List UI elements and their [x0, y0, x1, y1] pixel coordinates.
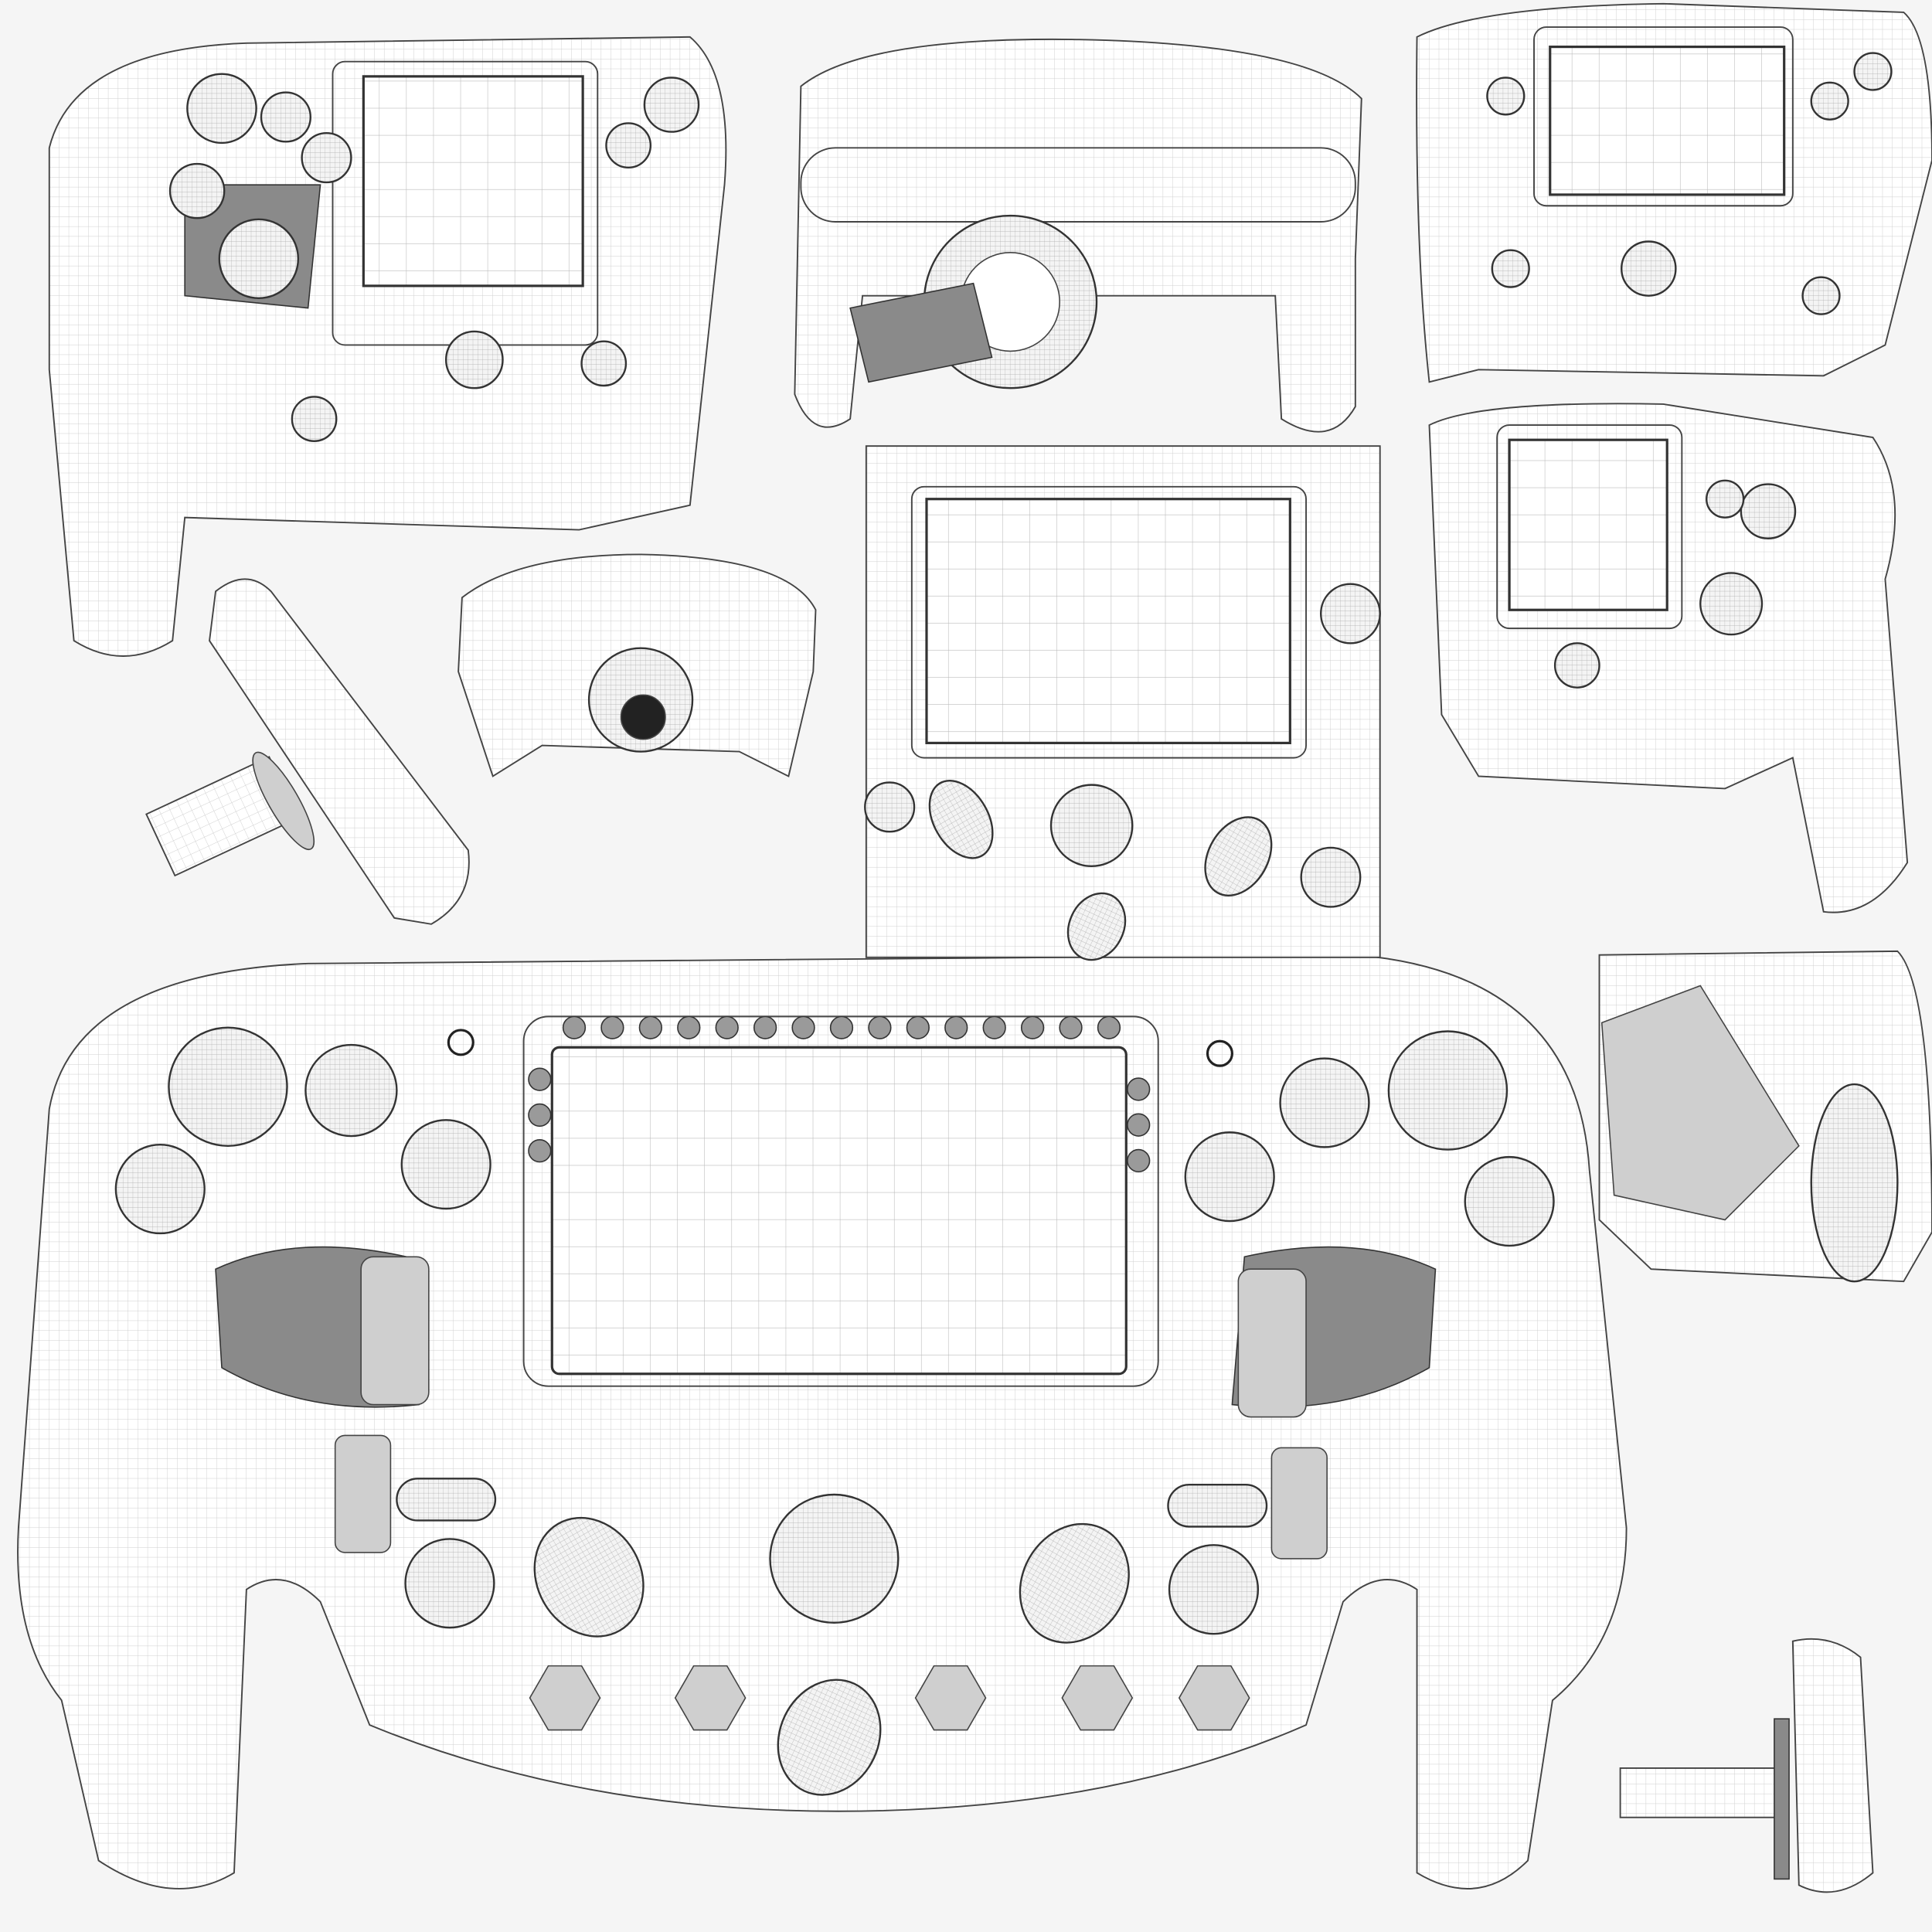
toggle-switches[interactable]: [529, 1665, 1250, 1731]
main-front-view: [17, 954, 1628, 1889]
bottom-selector-knob[interactable]: [760, 1663, 899, 1812]
detail-view-hub: [1598, 950, 1932, 1283]
left-selector-knob[interactable]: [513, 1498, 665, 1656]
center-rotary-dial[interactable]: [769, 1493, 900, 1624]
rev-lights: [528, 1015, 1151, 1173]
perspective-view-top-left: [48, 36, 727, 657]
right-selector-knob[interactable]: [998, 1504, 1150, 1662]
rear-view: [794, 38, 1362, 433]
display-screen: [550, 1046, 1128, 1376]
indicator-light-left: [447, 1029, 474, 1056]
right-thumbwheel[interactable]: [1270, 1447, 1328, 1560]
indicator-light-right: [1206, 1039, 1233, 1067]
left-rotary-knob[interactable]: [360, 1256, 430, 1406]
pill-button-left[interactable]: [396, 1478, 497, 1522]
small-side-view: [1619, 1638, 1874, 1893]
closeup-view: [864, 445, 1381, 961]
small-rear-view: [457, 553, 817, 777]
left-thumbwheel[interactable]: [334, 1434, 392, 1553]
right-rotary-knob[interactable]: [1237, 1268, 1307, 1418]
perspective-view-top-right: [1416, 2, 1932, 383]
push-buttons[interactable]: [114, 1026, 1555, 1635]
perspective-view-right: [1428, 403, 1909, 913]
side-view: [145, 578, 470, 925]
pill-button-right[interactable]: [1167, 1484, 1268, 1528]
